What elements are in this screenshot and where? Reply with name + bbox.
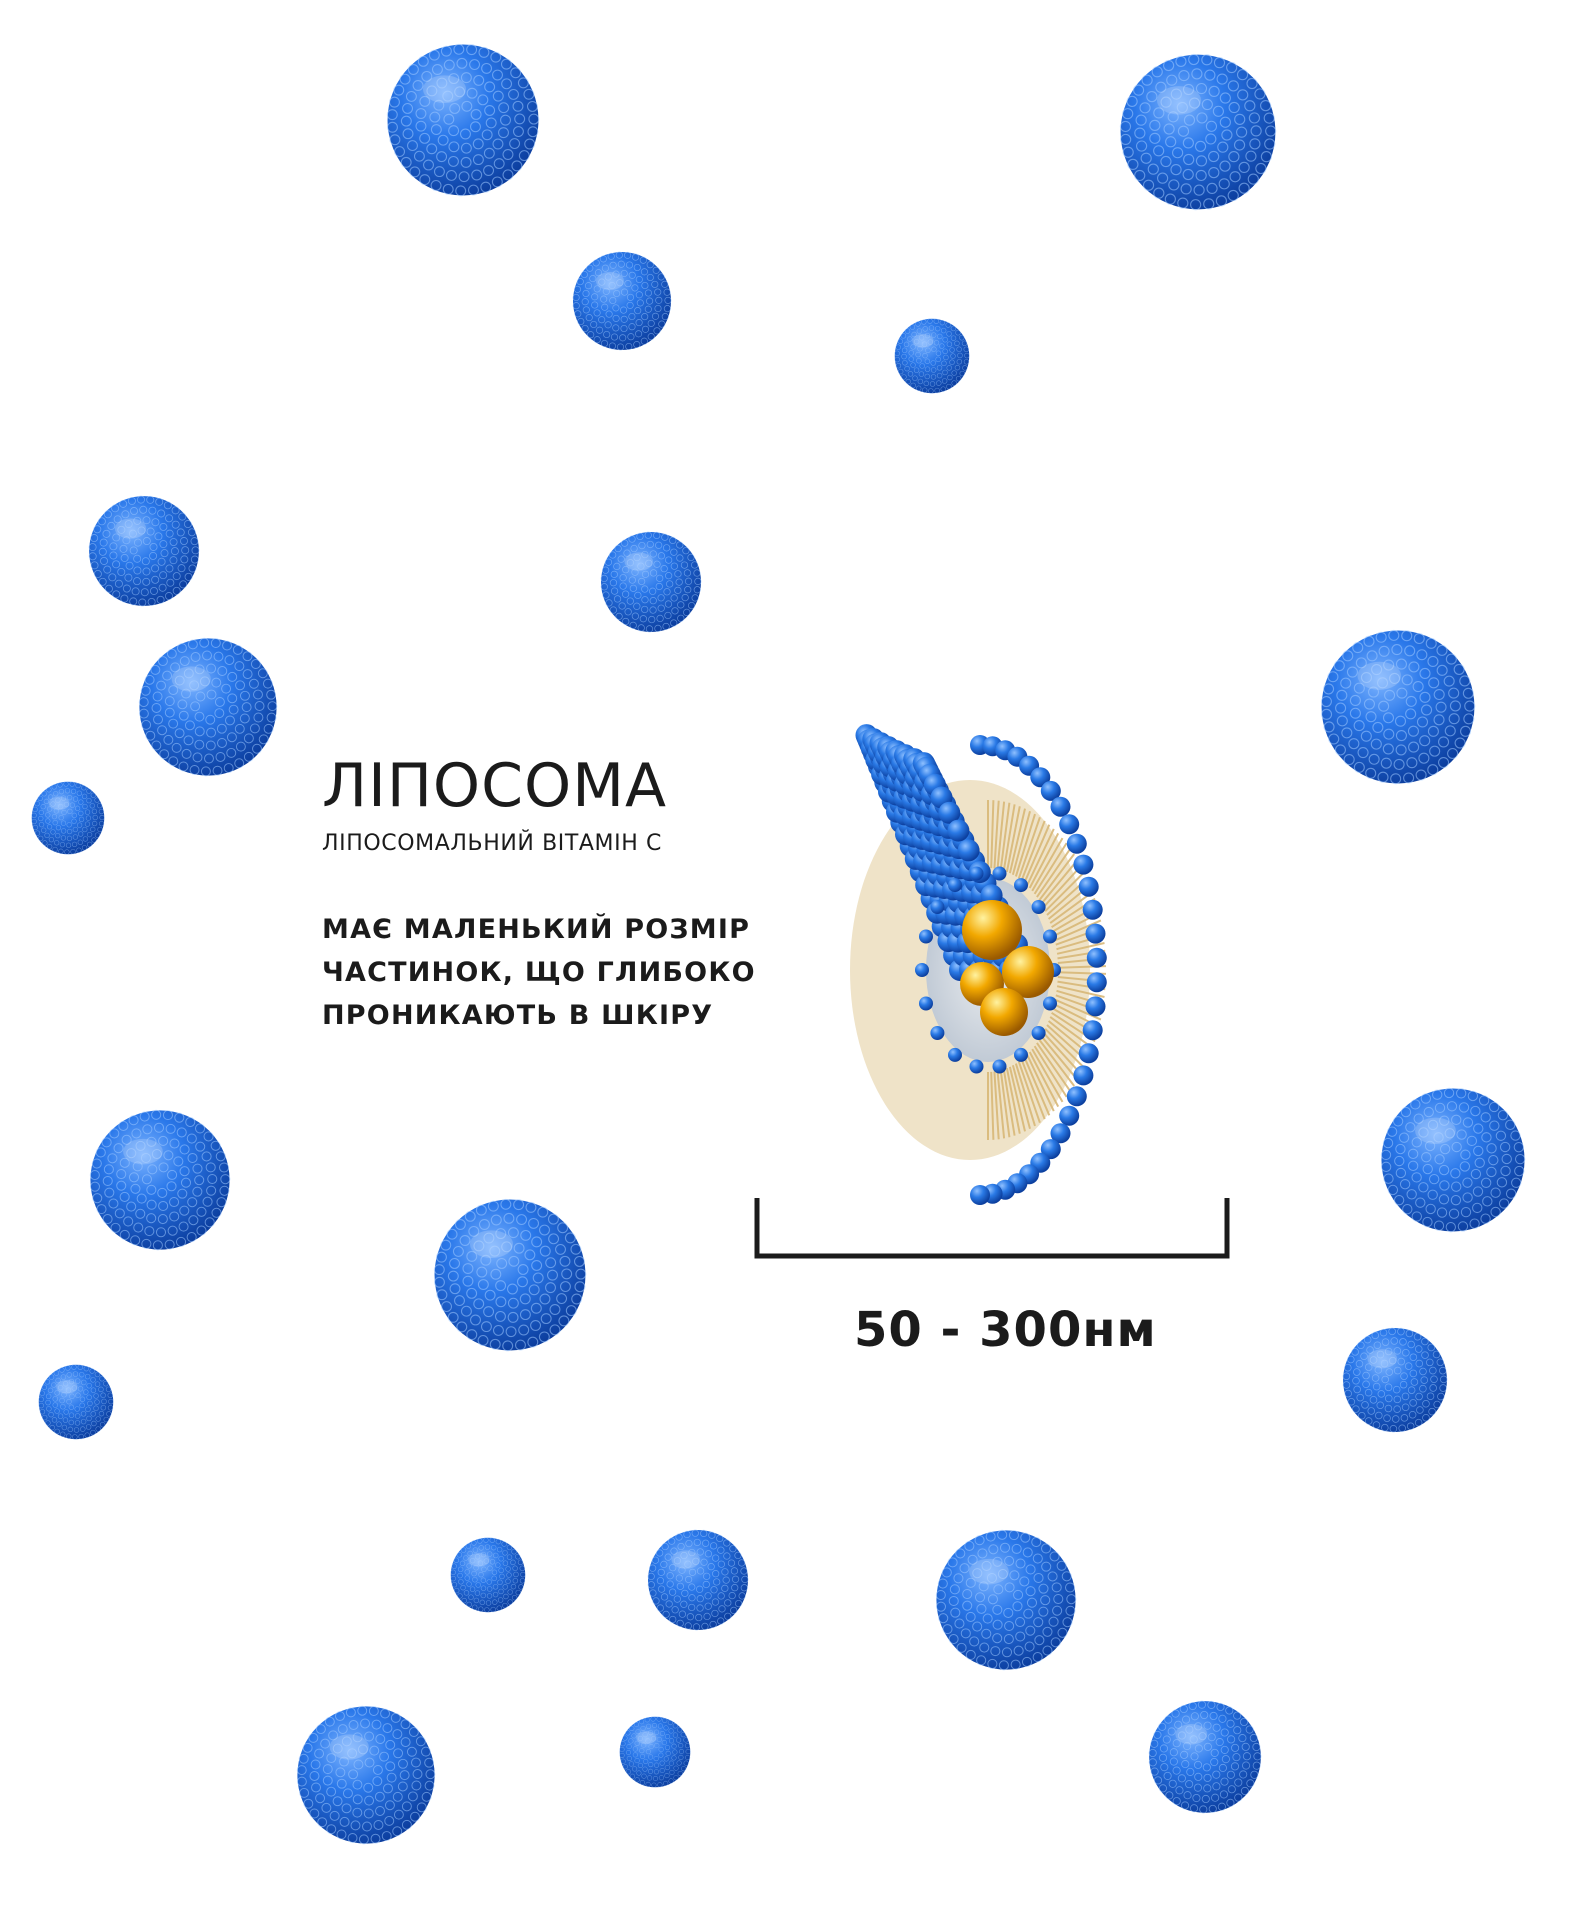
blue-sphere-icon bbox=[619, 1716, 691, 1788]
liposome-cross-section-icon bbox=[760, 720, 1120, 1220]
blue-sphere-icon bbox=[647, 1529, 749, 1631]
blue-sphere-icon bbox=[1342, 1327, 1448, 1433]
description-line: ЧАСТИНОК, ЩО ГЛИБОКО bbox=[322, 957, 756, 988]
blue-sphere-icon bbox=[1380, 1087, 1526, 1233]
blue-sphere-icon bbox=[433, 1198, 587, 1352]
blue-sphere-icon bbox=[1148, 1700, 1262, 1814]
page-subtitle: ЛІПОСОМАЛЬНИЙ ВІТАМІН С bbox=[322, 831, 662, 856]
description-line: МАЄ МАЛЕНЬКИЙ РОЗМІР bbox=[322, 914, 751, 945]
blue-sphere-icon bbox=[1119, 53, 1277, 211]
blue-sphere-icon bbox=[450, 1537, 526, 1613]
blue-sphere-icon bbox=[89, 1109, 231, 1251]
blue-sphere-icon bbox=[600, 531, 702, 633]
blue-sphere-icon bbox=[386, 43, 540, 197]
blue-sphere-icon bbox=[935, 1529, 1077, 1671]
blue-sphere-icon bbox=[572, 251, 672, 351]
blue-sphere-icon bbox=[138, 637, 278, 777]
description: МАЄ МАЛЕНЬКИЙ РОЗМІР ЧАСТИНОК, ЩО ГЛИБОК… bbox=[322, 908, 756, 1037]
blue-sphere-icon bbox=[296, 1705, 436, 1845]
size-bracket-icon bbox=[754, 1198, 1230, 1260]
page-title: ЛІПОСОМА bbox=[322, 751, 668, 821]
blue-sphere-icon bbox=[88, 495, 200, 607]
blue-sphere-icon bbox=[38, 1364, 114, 1440]
blue-sphere-icon bbox=[31, 781, 105, 855]
blue-sphere-icon bbox=[894, 318, 970, 394]
description-line: ПРОНИКАЮТЬ В ШКІРУ bbox=[322, 1000, 714, 1031]
blue-sphere-icon bbox=[1320, 629, 1476, 785]
size-range-label: 50 - 300нм bbox=[854, 1302, 1157, 1358]
